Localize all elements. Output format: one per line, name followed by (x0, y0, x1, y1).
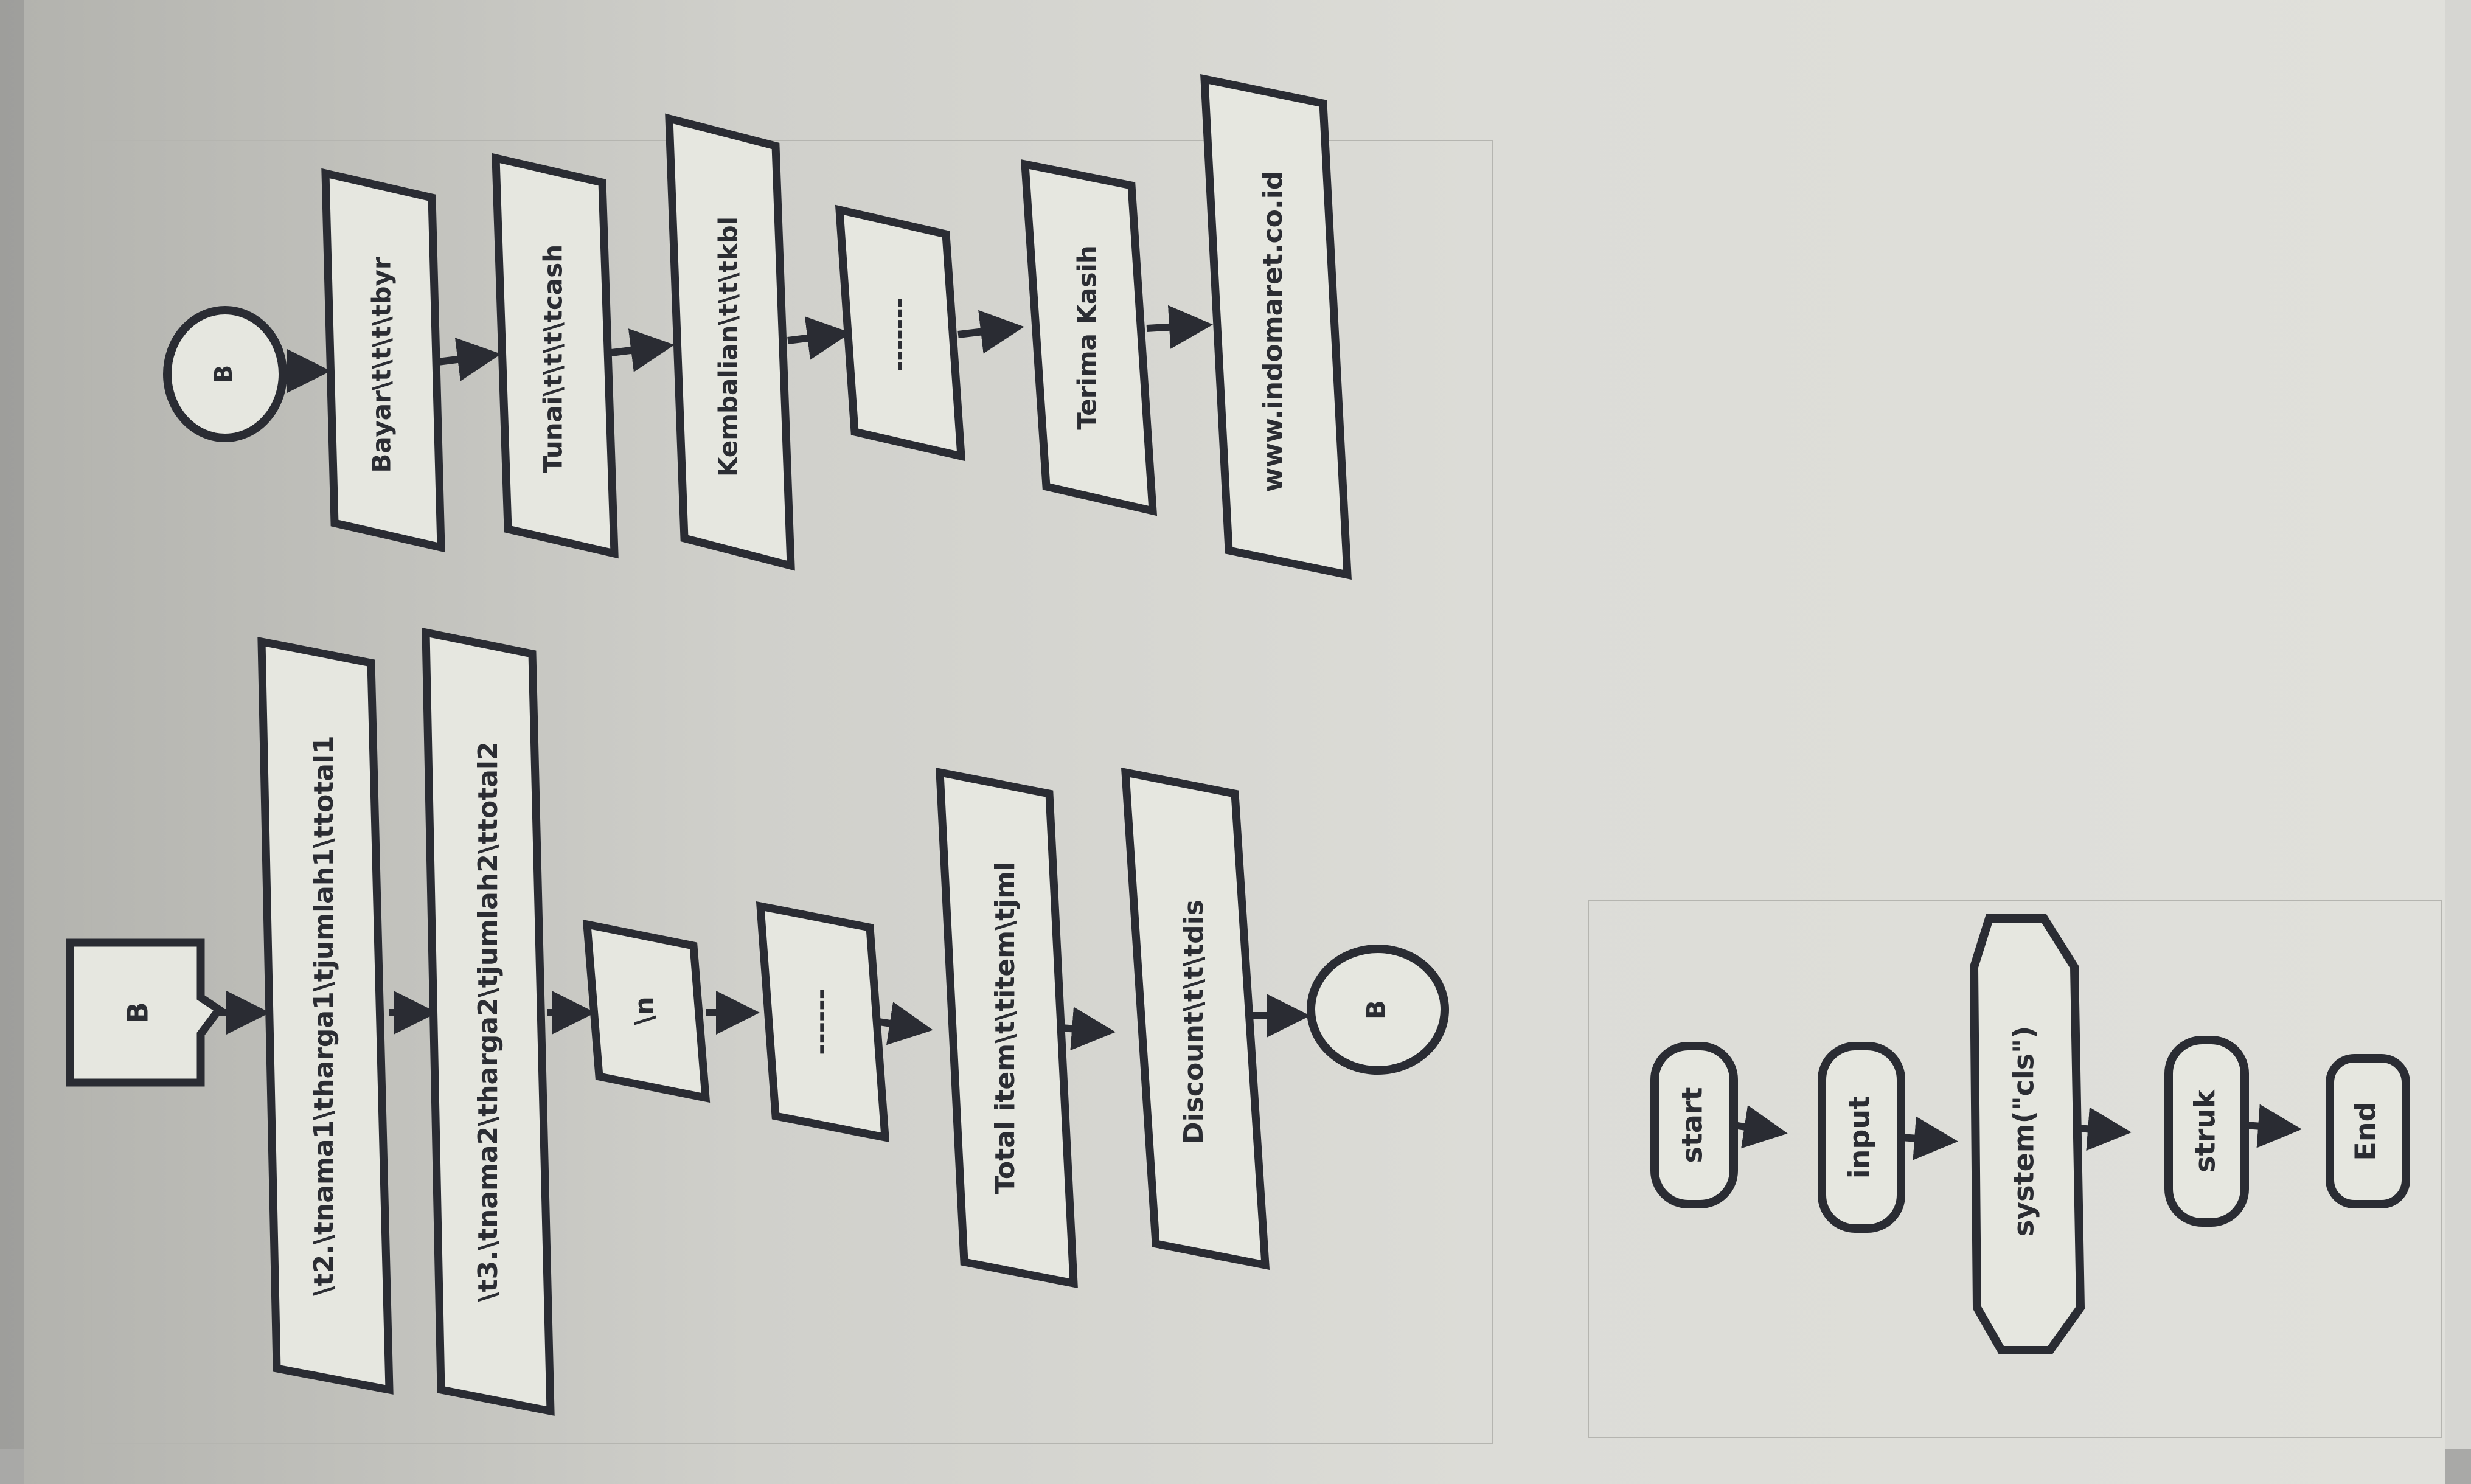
output-step-bayar: Bayar\t\t\t\tbyr (321, 168, 445, 553)
top-panel-frame (91, 140, 1493, 1444)
connector-b-start: B (163, 306, 287, 442)
offpage-connector-label: B (122, 1002, 155, 1023)
arrow (1733, 1105, 1788, 1149)
process-input: input (1818, 1042, 1905, 1233)
step-label: ------ (805, 988, 836, 1055)
output-step-divider: ------ (756, 901, 890, 1143)
step-label: End (2349, 1101, 2382, 1160)
step-label: input (1843, 1096, 1876, 1179)
step-label: \t2.\tnama1\tharga1\tjumlah1\ttotal1 (308, 735, 339, 1295)
arrow (1900, 1116, 1958, 1160)
process-struk: struk (2164, 1036, 2249, 1227)
output-step-website: www.indomaret.co.id (1200, 74, 1352, 580)
output-step-t2: \t2.\tnama1\tharga1\tjumlah1\ttotal1 (257, 637, 394, 1395)
step-label: ------- (884, 297, 914, 372)
arrow (878, 1002, 933, 1045)
step-label: www.indomaret.co.id (1257, 171, 1288, 492)
step-label: start (1676, 1087, 1709, 1163)
connector-b-end: B (1307, 945, 1449, 1075)
step-label: \t3.\tnama2\tharga2\tjumlah2\ttotal2 (473, 741, 504, 1302)
output-step-discount: Discount\t\t\tdis (1121, 768, 1270, 1270)
step-label: Terima Kasih (1072, 245, 1102, 430)
step-label: \n (629, 996, 660, 1025)
main-flow-frame (1588, 900, 2442, 1438)
connector-label: B (210, 365, 238, 384)
output-step-terima-kasih: Terima Kasih (1020, 159, 1158, 516)
step-label: Kembalian\t\t\tkbl (714, 217, 743, 477)
arrow (437, 338, 501, 381)
flowchart-diagram: B \t2.\tnama1\tharga1\tjumlah1\ttotal1 \… (66, 74, 2410, 1416)
output-step-divider: ------- (835, 204, 966, 462)
arrow (1146, 305, 1213, 349)
process-system-cls: system("cls") (1969, 914, 2085, 1354)
main-flow: start input system("cls") struk End (1650, 914, 2410, 1354)
offpage-connector-b: B (66, 938, 225, 1087)
output-step-tunai: Tunai\t\t\t\tcash (492, 153, 619, 559)
arrow (2077, 1107, 2132, 1151)
arrow (2244, 1104, 2302, 1148)
arrow (787, 316, 851, 360)
arrow (611, 328, 675, 372)
step-label: Discount\t\t\tdis (1178, 900, 1209, 1144)
step-label: Tunai\t\t\t\tcash (538, 244, 568, 473)
left-flow: B \t2.\tnama1\tharga1\tjumlah1\ttotal1 \… (66, 628, 1449, 1416)
step-label: struk (2189, 1089, 2222, 1173)
arrow (957, 310, 1024, 354)
terminal-start: start (1650, 1042, 1738, 1208)
output-step-kembalian: Kembalian\t\t\tkbl (665, 113, 795, 571)
output-step-newline: \n (582, 919, 711, 1103)
output-step-t3: \t3.\tnama2\tharga2\tjumlah2\ttotal2 (422, 628, 555, 1416)
step-label: Total item\t\titem\tjml (990, 862, 1021, 1194)
arrow (1061, 1007, 1116, 1051)
step-label: Bayar\t\t\t\tbyr (367, 257, 397, 473)
connector-label: B (1361, 1000, 1391, 1019)
output-step-total-item: Total item\t\titem\tjml (936, 768, 1078, 1288)
terminal-end: End (2326, 1054, 2410, 1208)
step-label: system("cls") (2007, 1026, 2040, 1236)
right-flow: B Bayar\t\t\t\tbyr Tunai\t\t\t\tcash Kem… (163, 74, 1352, 580)
